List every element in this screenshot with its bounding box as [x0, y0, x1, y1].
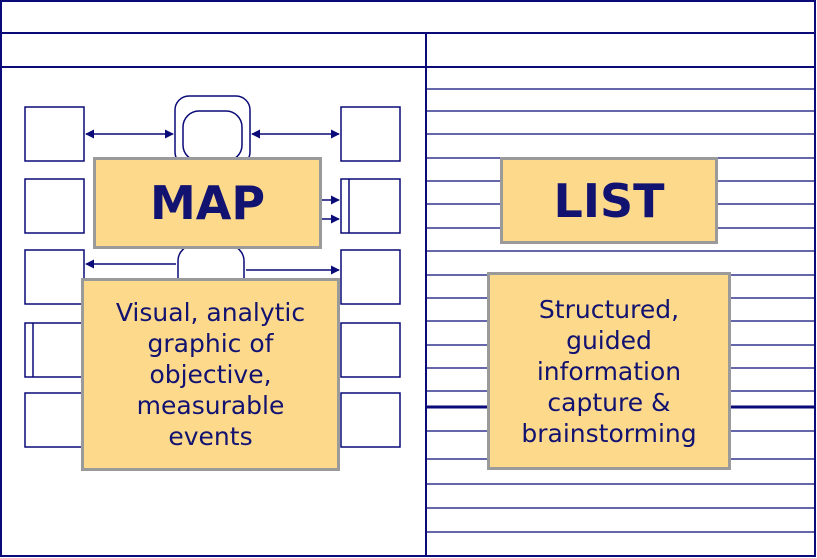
map-node-box: [340, 178, 401, 234]
map-arrows: [85, 129, 340, 275]
map-node-box: [340, 106, 401, 162]
map-description: Visual, analytic graphic of objective, m…: [115, 298, 306, 451]
list-description-card: Structured, guided information capture &…: [487, 272, 731, 470]
map-node-box: [24, 322, 85, 378]
map-node-box: [340, 249, 401, 305]
map-description-card: Visual, analytic graphic of objective, m…: [81, 278, 340, 471]
map-node-box: [340, 322, 401, 378]
map-node-box: [24, 106, 85, 162]
map-title-card: MAP: [93, 157, 322, 249]
map-node-box: [340, 392, 401, 448]
map-title: MAP: [149, 176, 266, 230]
map-node-box: [24, 178, 85, 234]
map-node-box: [24, 249, 85, 305]
list-description: Structured, guided information capture &…: [521, 294, 697, 448]
list-title: LIST: [553, 173, 665, 228]
map-center-node-inner: [182, 110, 243, 162]
map-node-box: [24, 392, 85, 448]
list-title-card: LIST: [500, 157, 718, 244]
